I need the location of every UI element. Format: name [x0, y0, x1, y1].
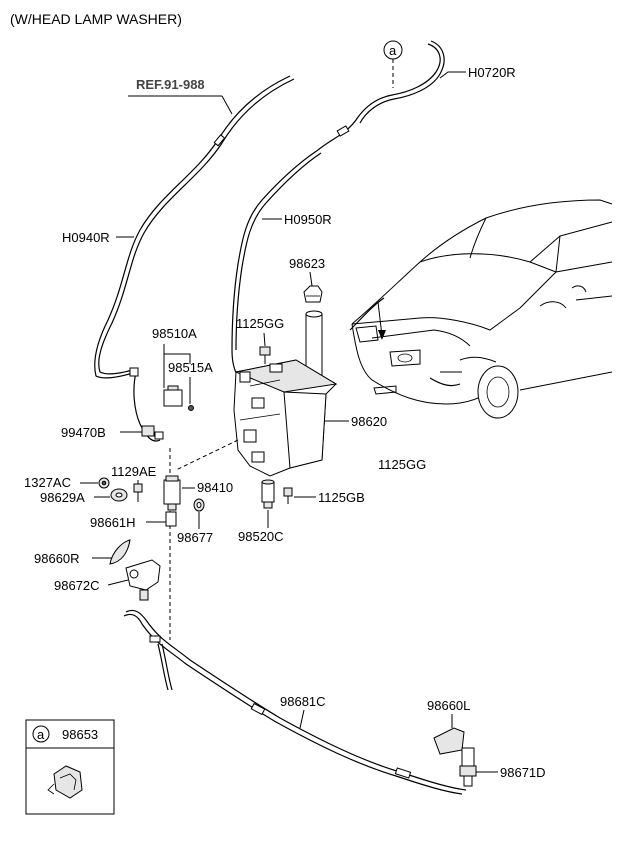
label-h0720r: H0720R [468, 65, 516, 80]
part-98660r-cover [109, 539, 131, 565]
label-98510a: 98510A [152, 326, 197, 341]
diagram-title: (W/HEAD LAMP WASHER) [10, 11, 182, 27]
legend-marker-label: a [37, 727, 45, 742]
legend-part-number: 98653 [62, 727, 98, 742]
legend-marker-a [32, 725, 50, 743]
label-99470b: 99470B [61, 425, 106, 440]
hose-h0950r [231, 149, 322, 377]
svg-text:a: a [389, 43, 397, 58]
label-98681c: 98681C [280, 694, 326, 709]
part-98510a-nozzle [163, 385, 194, 411]
label-98672c: 98672C [54, 578, 100, 593]
hose-h0940r [94, 75, 295, 379]
hose-h0720r [317, 40, 445, 151]
part-99470b-connector [129, 367, 164, 442]
part-98671d-nozzle [459, 747, 477, 787]
reference-label: REF.91-988 [136, 77, 205, 92]
part-98520c-sensor [261, 479, 275, 509]
hose-98681c [123, 609, 467, 795]
part-1125gg-bolt-top [259, 346, 271, 364]
part-98620-reservoir [233, 310, 338, 477]
part-98672c-nozzle [125, 559, 161, 601]
part-98660l-cover [433, 727, 465, 755]
label-98677: 98677 [177, 530, 213, 545]
part-1125gb-bolt [283, 487, 293, 504]
part-98629a-grommet [110, 488, 128, 502]
label-98410: 98410 [197, 480, 233, 495]
part-98410-pump [163, 475, 181, 511]
vehicle-illustration [349, 199, 613, 419]
label-h0940r: H0940R [62, 230, 110, 245]
label-1125gg-right: 1125GG [378, 457, 426, 472]
part-98623-cap [303, 285, 323, 303]
label-98515a: 98515A [168, 360, 213, 375]
label-98671d: 98671D [500, 765, 546, 780]
part-98677-grommet [193, 498, 205, 512]
label-98620: 98620 [351, 414, 387, 429]
reference-callout: REF.91-988 [128, 77, 233, 115]
label-98520c: 98520C [238, 529, 284, 544]
label-h0950r: H0950R [284, 212, 332, 227]
part-1129ae-bolt [133, 483, 143, 502]
label-98660r: 98660R [34, 551, 80, 566]
label-1125gg-top: 1125GG [236, 316, 284, 331]
label-1327ac: 1327AC [24, 475, 71, 490]
label-1129ae: 1129AE [111, 464, 157, 479]
part-1327ac-bolt [98, 477, 110, 489]
label-1125gb: 1125GB [318, 490, 365, 505]
part-98661h-fitting [165, 511, 177, 527]
label-98629a: 98629A [40, 490, 85, 505]
clip-98653-icon [47, 765, 83, 799]
callout-marker-a: a [383, 40, 403, 88]
label-98660l: 98660L [427, 698, 470, 713]
label-98661h: 98661H [90, 515, 136, 530]
label-98623: 98623 [289, 256, 325, 271]
legend-box: a 98653 [25, 719, 115, 815]
